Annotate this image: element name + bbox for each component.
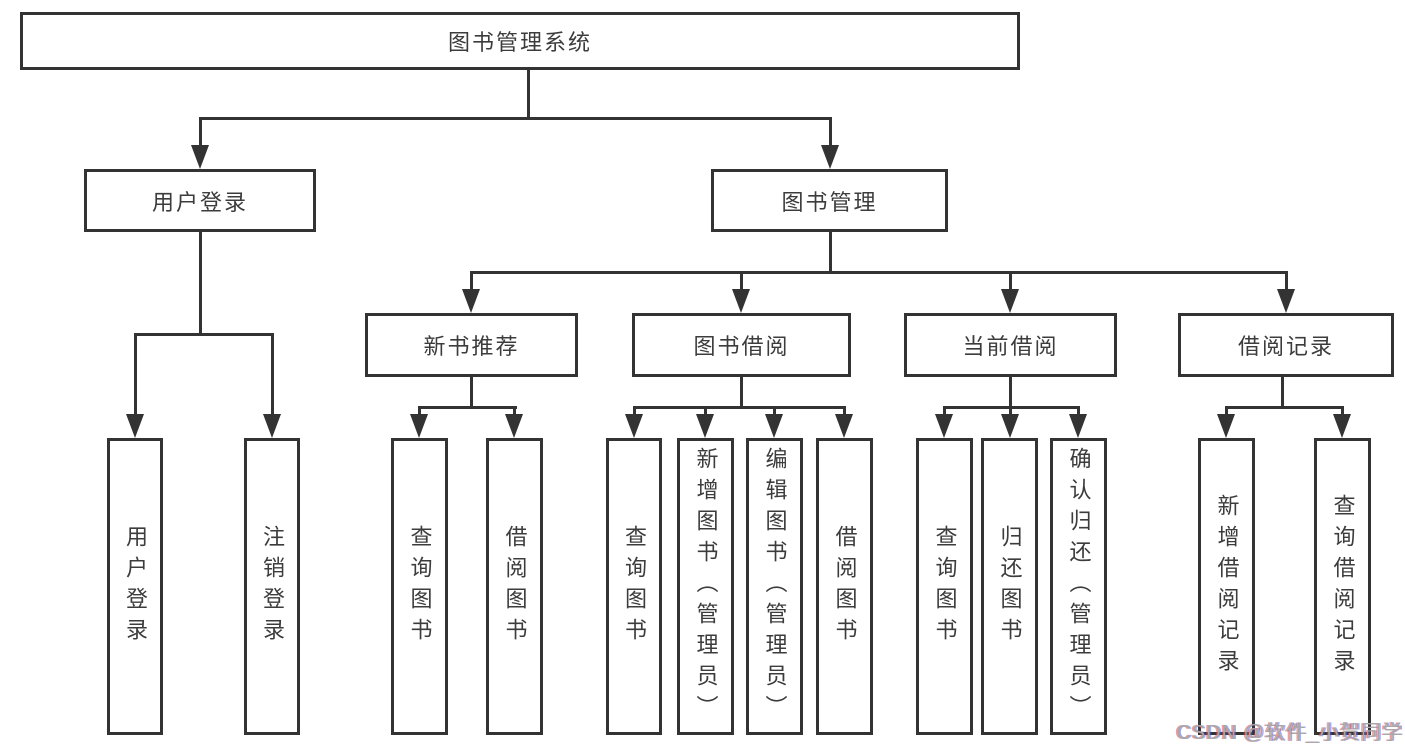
arrow-down-icon xyxy=(835,414,853,438)
leaf-label: 确认归还（管理员） xyxy=(1066,447,1092,726)
leaf-label: 归还图书 xyxy=(997,524,1023,649)
connector-stem xyxy=(843,406,846,416)
leaf-query-book-new-rec: 查询图书 xyxy=(391,438,448,735)
leaf-label: 查询图书 xyxy=(407,524,433,649)
node-new-book-rec-label: 新书推荐 xyxy=(423,334,520,359)
node-book-mgmt-label: 图书管理 xyxy=(781,189,878,215)
connector-user-login-drop xyxy=(199,232,202,335)
arrow-down-icon xyxy=(1069,414,1087,438)
leaf-label: 新增借阅记录 xyxy=(1214,493,1240,680)
leaf-label: 用户登录 xyxy=(123,524,148,649)
connector-stem xyxy=(1009,272,1012,292)
connector-stem xyxy=(271,334,274,416)
leaf-query-borrow-record: 查询借阅记录 xyxy=(1314,438,1371,735)
arrow-down-icon xyxy=(765,414,783,438)
leaf-confirm-return-admin: 确认归还（管理员） xyxy=(1050,438,1107,735)
leaf-label: 新增图书（管理员） xyxy=(693,447,719,726)
connector-stem xyxy=(740,272,743,292)
connector-stem xyxy=(829,118,832,148)
leaf-edit-book-admin: 编辑图书（管理员） xyxy=(746,438,803,735)
connector-stem xyxy=(134,334,137,416)
connector-level3-branch xyxy=(470,271,1288,274)
arrow-down-icon xyxy=(732,289,750,313)
connector-root-drop xyxy=(527,70,530,118)
leaf-label: 注销登录 xyxy=(260,524,285,649)
arrow-down-icon xyxy=(462,289,480,313)
node-book-borrow: 图书借阅 xyxy=(632,313,851,377)
arrow-down-icon xyxy=(696,414,714,438)
node-borrow-records: 借阅记录 xyxy=(1178,313,1394,377)
leaf-query-book-current: 查询图书 xyxy=(916,438,973,735)
arrow-down-icon xyxy=(263,414,281,438)
leaf-user-login: 用户登录 xyxy=(107,438,163,735)
node-root: 图书管理系统 xyxy=(20,12,1020,70)
connector-drop xyxy=(1009,377,1012,408)
connector-stem xyxy=(943,406,946,416)
connector-stem xyxy=(470,272,473,292)
connector-book-mgmt-drop xyxy=(829,232,832,273)
connector-drop xyxy=(470,377,473,408)
leaf-label: 查询借阅记录 xyxy=(1330,493,1356,680)
leaf-logout: 注销登录 xyxy=(244,438,300,735)
connector-branch xyxy=(418,406,517,409)
node-new-book-rec: 新书推荐 xyxy=(365,313,578,377)
connector-drop xyxy=(1281,377,1284,408)
arrow-down-icon xyxy=(935,414,953,438)
leaf-borrow-book: 借阅图书 xyxy=(816,438,873,735)
connector-drop xyxy=(740,377,743,408)
leaf-query-book-borrow: 查询图书 xyxy=(606,438,662,735)
connector-stem xyxy=(773,406,776,416)
connector-branch xyxy=(633,406,846,409)
connector-stem xyxy=(633,406,636,416)
node-current-borrow-label: 当前借阅 xyxy=(962,334,1059,359)
leaf-label: 查询图书 xyxy=(622,524,647,649)
arrow-down-icon xyxy=(1001,289,1019,313)
node-borrow-records-label: 借阅记录 xyxy=(1237,334,1334,359)
connector-stem xyxy=(513,406,516,416)
connector-stem xyxy=(1225,406,1228,416)
arrow-down-icon xyxy=(126,414,144,438)
leaf-add-book-admin: 新增图书（管理员） xyxy=(677,438,734,735)
leaf-label: 借阅图书 xyxy=(832,524,858,649)
arrow-down-icon xyxy=(1001,414,1019,438)
arrow-down-icon xyxy=(191,145,209,169)
node-user-login: 用户登录 xyxy=(84,169,316,232)
leaf-label: 编辑图书（管理员） xyxy=(762,447,788,726)
connector-stem xyxy=(1285,272,1288,292)
leaf-label: 查询图书 xyxy=(932,524,958,649)
arrow-down-icon xyxy=(1217,414,1235,438)
connector-user-login-branch xyxy=(134,333,274,336)
arrow-down-icon xyxy=(505,414,523,438)
leaf-add-borrow-record: 新增借阅记录 xyxy=(1198,438,1255,735)
node-book-mgmt: 图书管理 xyxy=(711,169,948,232)
connector-stem xyxy=(704,406,707,416)
connector-stem xyxy=(1077,406,1080,416)
node-root-label: 图书管理系统 xyxy=(447,30,592,55)
leaf-borrow-book-new-rec: 借阅图书 xyxy=(486,438,543,735)
arrow-down-icon xyxy=(1277,289,1295,313)
node-current-borrow: 当前借阅 xyxy=(904,313,1117,377)
arrow-down-icon xyxy=(410,414,428,438)
leaf-return-book: 归还图书 xyxy=(981,438,1038,735)
arrow-down-icon xyxy=(1333,414,1351,438)
watermark: CSDN @软件_小贺同学 xyxy=(1176,722,1403,744)
node-book-borrow-label: 图书借阅 xyxy=(693,334,790,359)
connector-stem xyxy=(1009,406,1012,416)
connector-stem xyxy=(199,118,202,148)
connector-root-branch xyxy=(199,117,832,120)
connector-branch xyxy=(1225,406,1344,409)
node-user-login-label: 用户登录 xyxy=(151,189,248,215)
arrow-down-icon xyxy=(625,414,643,438)
connector-stem xyxy=(1341,406,1344,416)
leaf-label: 借阅图书 xyxy=(502,524,528,649)
connector-stem xyxy=(418,406,421,416)
arrow-down-icon xyxy=(821,145,839,169)
